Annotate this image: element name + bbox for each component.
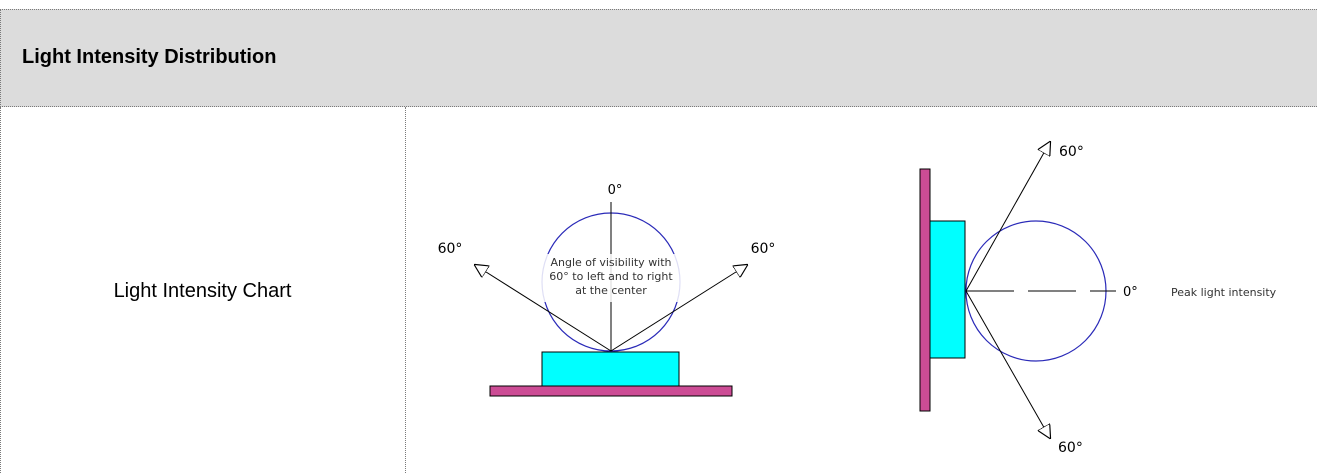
front-left-arrow xyxy=(475,265,612,352)
front-annotation-line-1: Angle of visibility with xyxy=(550,256,671,269)
peak-intensity-label: Peak light intensity xyxy=(1171,286,1277,299)
table-left-border xyxy=(0,107,1,473)
front-view-diagram: 0° 60° 60° Angle of visibility with 60° … xyxy=(438,183,776,397)
row-label: Light Intensity Chart xyxy=(113,280,292,302)
front-left-angle-label: 60° xyxy=(438,241,463,257)
side-bottom-angle-label: 60° xyxy=(1058,440,1083,456)
side-top-angle-label: 60° xyxy=(1059,144,1084,160)
side-led-body xyxy=(929,220,966,359)
side-view-diagram: 60° 60° 0° Peak light intensity xyxy=(919,142,1277,456)
section-title: Light Intensity Distribution xyxy=(22,46,277,68)
front-top-angle-label: 0° xyxy=(608,183,623,198)
front-base-plate xyxy=(489,385,733,397)
front-annotation-line-3: at the center xyxy=(575,284,647,297)
side-axis-angle-label: 0° xyxy=(1123,285,1138,300)
side-bottom-arrow xyxy=(965,290,1050,438)
front-right-angle-label: 60° xyxy=(751,241,776,257)
table-column-divider xyxy=(405,107,406,473)
front-right-arrow xyxy=(610,265,747,352)
front-annotation-line-2: 60° to left and to right xyxy=(549,270,673,283)
front-led-body xyxy=(541,351,680,387)
section-header: Light Intensity Distribution xyxy=(0,9,1317,107)
side-base-plate xyxy=(919,168,931,412)
light-intensity-diagram: 0° 60° 60° Angle of visibility with 60° … xyxy=(438,107,1277,456)
side-top-arrow xyxy=(965,142,1050,292)
